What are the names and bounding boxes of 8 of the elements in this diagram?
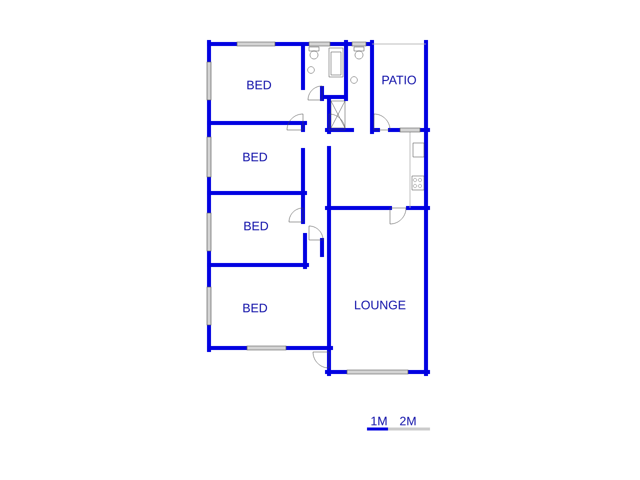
room-label: BED (244, 222, 268, 230)
scale-label: 2M (400, 416, 416, 426)
room-label: BED (243, 152, 268, 162)
room-label: BED (243, 304, 268, 312)
scale-label: 1M (371, 416, 387, 426)
room-label: LOUNGE (355, 300, 406, 310)
room-label: PATIO (382, 76, 416, 84)
room-label: BED (247, 80, 272, 90)
